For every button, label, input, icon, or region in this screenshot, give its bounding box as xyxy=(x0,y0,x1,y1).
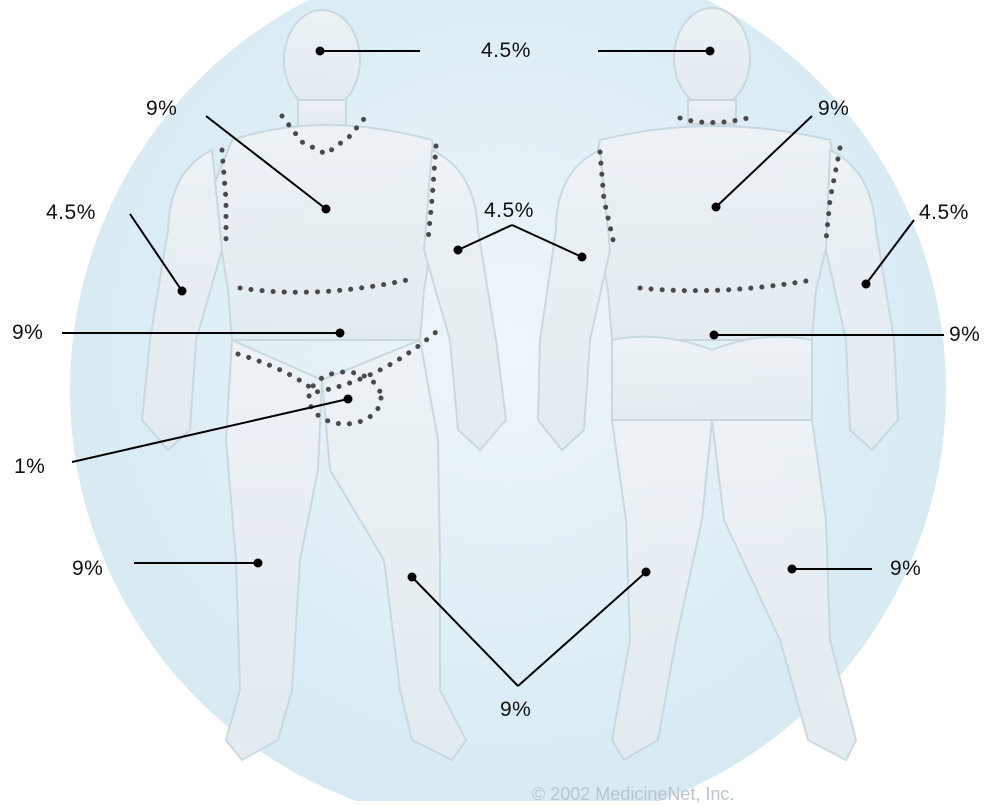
front-head xyxy=(284,10,360,110)
label-back-left-arm: 4.5% xyxy=(919,201,969,225)
dot-genital xyxy=(344,395,353,404)
dot-back-upper xyxy=(712,203,721,212)
dot-lower-leg-front xyxy=(408,573,417,582)
dot-front-left-arm xyxy=(454,246,463,255)
back-buttocks xyxy=(612,337,812,430)
label-back-lower: 9% xyxy=(949,323,980,347)
label-lower-legs: 9% xyxy=(500,698,531,722)
dot-front-abdomen xyxy=(336,329,345,338)
label-front-abdomen: 9% xyxy=(12,321,43,345)
dot-back-right-arm xyxy=(862,280,871,289)
label-front-chest: 9% xyxy=(146,97,177,121)
front-neck xyxy=(298,100,346,128)
label-arms-shared: 4.5% xyxy=(484,199,534,223)
copyright-credit: © 2002 MedicineNet, Inc. xyxy=(532,784,734,805)
dot-head-back xyxy=(706,47,715,56)
label-head: 4.5% xyxy=(481,39,531,63)
label-back-upper: 9% xyxy=(818,97,849,121)
front-torso xyxy=(212,125,440,340)
dot-front-chest xyxy=(322,205,331,214)
dot-head-front xyxy=(316,47,325,56)
dot-back-left-arm-inner xyxy=(578,253,587,262)
dot-front-right-arm xyxy=(178,287,187,296)
label-front-thigh: 9% xyxy=(72,557,103,581)
dot-front-thigh xyxy=(254,559,263,568)
label-front-right-arm: 4.5% xyxy=(46,201,96,225)
back-head xyxy=(674,8,750,108)
dot-back-lower xyxy=(710,331,719,340)
label-back-thigh: 9% xyxy=(890,557,921,581)
dot-lower-leg-back xyxy=(642,568,651,577)
dot-back-thigh xyxy=(788,565,797,574)
label-genital: 1% xyxy=(14,455,45,479)
back-torso xyxy=(590,126,840,340)
